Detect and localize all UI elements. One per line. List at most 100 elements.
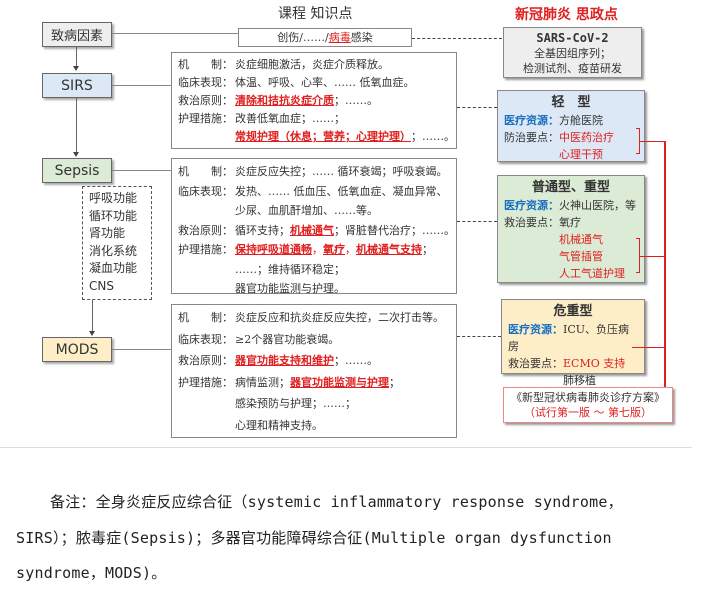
highlight: 清除和拮抗炎症介质 <box>235 94 334 107</box>
footnote-line: 备注：全身炎症反应综合征（systemic inflammatory respo… <box>50 493 623 511</box>
sars-title: SARS-CoV-2 <box>536 31 609 45</box>
value: 人工气道护理 <box>559 267 625 280</box>
cause-text: 感染 <box>350 31 373 44</box>
highlight: 常规护理（休息；营养；心理护理） <box>235 130 411 143</box>
arrow-line <box>92 300 93 331</box>
value: 心理和精神支持。 <box>235 418 323 432</box>
critical-title: 危重型 <box>553 304 593 319</box>
label: 临床表现： <box>178 76 233 89</box>
sars-line: 全基因组序列； <box>534 47 611 60</box>
red-line <box>640 256 665 257</box>
label: 机 制： <box>178 311 233 324</box>
value: 器官功能监测与护理。 <box>235 282 345 295</box>
value: 炎症反应和抗炎症反应失控，二次打击等。 <box>235 311 444 324</box>
dashed-connector <box>457 107 497 108</box>
mild-box: 轻 型 医疗资源：方舱医院 防治要点：中医药治疗 心理干预 <box>497 90 645 162</box>
plan-box: 《新型冠状病毒肺炎诊疗方案》 （试行第一版 ～ 第七版） <box>503 387 673 423</box>
value: 机械通气 <box>559 233 603 246</box>
connector <box>112 33 238 34</box>
arrow-head <box>89 331 95 336</box>
plan-edition: （试行第一版 ～ 第七版） <box>524 406 652 419</box>
value: ；……。 <box>411 130 455 143</box>
red-line <box>632 347 665 348</box>
red-line <box>664 141 666 387</box>
mild-title: 轻 型 <box>551 95 591 110</box>
left-title: 课程 知识点 <box>278 6 353 22</box>
label: 护理措施： <box>178 375 233 389</box>
value: ECMO 支持 <box>563 357 626 370</box>
connector <box>112 170 171 171</box>
value: 火神山医院，等 <box>559 199 636 212</box>
value: ；肾脏替代治疗；……。 <box>334 223 455 237</box>
cause-box: 创伤/……/病毒感染 <box>238 28 412 47</box>
label: 护理措施： <box>178 112 233 125</box>
label: 防治要点： <box>504 131 559 144</box>
label: 机 制： <box>178 165 233 178</box>
divider <box>0 447 692 448</box>
arrow-head <box>73 66 79 71</box>
label: 医疗资源： <box>508 323 563 336</box>
value: ；……。 <box>334 354 378 367</box>
critical-box: 危重型 医疗资源：ICU、负压病房 救治要点：ECMO 支持 肺移植 <box>501 299 645 387</box>
value: ；……。 <box>334 94 378 107</box>
value: 中医药治疗 <box>559 131 614 144</box>
value: 病情监测； <box>235 375 290 389</box>
highlight: 氧疗 <box>323 243 345 256</box>
label: 护理措施： <box>178 243 233 256</box>
arrow-head <box>73 152 79 157</box>
highlight: 器官功能监测与护理 <box>290 375 389 389</box>
organ-item: CNS <box>89 278 114 293</box>
value: ≥2个器官功能衰竭。 <box>235 332 340 346</box>
highlight: 机械通气支持 <box>356 243 422 256</box>
label: 救治原则： <box>178 223 233 237</box>
organ-item: 肾功能 <box>89 226 126 240</box>
value: 炎症反应失控；…… 循环衰竭；呼吸衰竭。 <box>235 165 448 178</box>
red-bracket <box>636 128 640 154</box>
sirs-content: 机 制：炎症细胞激活，炎症介质释放。 临床表现：体温、呼吸、心率、…… 低氧血症… <box>171 52 457 149</box>
label: 临床表现： <box>178 332 233 346</box>
sepsis-content: 机 制：炎症反应失控；…… 循环衰竭；呼吸衰竭。 临床表现：发热、…… 低血压、… <box>171 158 457 295</box>
cause-text: 创伤/……/ <box>277 31 329 44</box>
dashed-connector <box>412 38 502 39</box>
organ-item: 呼吸功能 <box>89 191 138 205</box>
label: 救治原则： <box>178 94 233 107</box>
organ-item: 消化系统 <box>89 243 138 258</box>
sars-line: 检测试剂、疫苗研发 <box>523 62 622 75</box>
value: ； <box>422 243 433 256</box>
value: 氧疗 <box>559 216 581 229</box>
value: 炎症细胞激活，炎症介质释放。 <box>235 58 389 71</box>
right-title: 新冠肺炎 思政点 <box>515 7 618 23</box>
value: ； <box>389 375 400 389</box>
mods-content: 机 制：炎症反应和抗炎症反应失控，二次打击等。 临床表现：≥2个器官功能衰竭。 … <box>171 304 457 438</box>
label: 医疗资源： <box>504 199 559 212</box>
value: 循环支持； <box>235 223 290 237</box>
stage-cause: 致病因素 <box>42 22 112 47</box>
value: ， <box>312 243 323 256</box>
arrow-line <box>76 47 77 67</box>
value: 改善低氧血症；……； <box>235 112 345 125</box>
value: 体温、呼吸、心率、…… 低氧血症。 <box>235 76 415 89</box>
plan-title: 《新型冠状病毒肺炎诊疗方案》 <box>511 391 665 404</box>
red-bracket <box>636 238 640 273</box>
cause-highlight: 病毒 <box>328 31 351 44</box>
value: 心理干预 <box>559 148 603 161</box>
label: 医疗资源： <box>504 114 559 127</box>
value: 方舱医院 <box>559 114 603 127</box>
red-line <box>640 141 665 142</box>
dashed-connector <box>457 221 497 222</box>
label: 救治要点： <box>504 216 559 229</box>
organ-list: 呼吸功能 循环功能 肾功能 消化系统 凝血功能 CNS <box>82 186 152 300</box>
value: 气管插管 <box>559 250 603 263</box>
highlight: 器官功能支持和维护 <box>235 354 334 367</box>
severe-box: 普通型、重型 医疗资源：火神山医院，等 救治要点：氧疗 机械通气 气管插管 人工… <box>497 175 645 283</box>
organ-item: 凝血功能 <box>89 261 138 275</box>
value: ……；维持循环稳定； <box>235 262 345 276</box>
value: 发热、…… 低血压、低氧血症、凝血异常、 <box>235 184 448 198</box>
value: ， <box>345 243 356 256</box>
stage-mods: MODS <box>42 337 112 362</box>
value: ICU、负压病房 <box>508 323 630 353</box>
severe-title: 普通型、重型 <box>531 180 610 195</box>
connector <box>112 85 171 86</box>
label: 救治原则： <box>178 354 233 367</box>
stage-sirs: SIRS <box>42 73 112 98</box>
